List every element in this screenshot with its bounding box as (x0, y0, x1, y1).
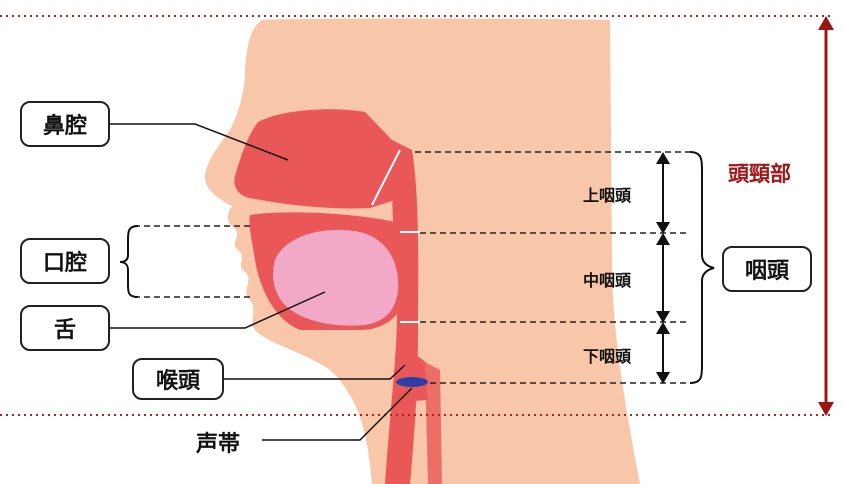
tongue-label: 舌 (20, 305, 110, 351)
vocal-cords-shape (396, 377, 428, 387)
head-neck-label: 頭頸部 (728, 158, 791, 188)
arrow-head-up (818, 16, 834, 30)
nasal-cavity-label: 鼻腔 (20, 101, 110, 147)
arrow-tip (656, 222, 670, 234)
hypopharynx-label: 下咽頭 (583, 343, 631, 367)
pharynx-brace (690, 152, 714, 383)
arrow-tip (656, 322, 670, 334)
epipharynx-label: 上咽頭 (583, 182, 631, 206)
mesopharynx-label: 中咽頭 (583, 267, 631, 291)
oral-cavity-brace (120, 226, 138, 297)
arrow-tip (656, 233, 670, 245)
arrow-tip (656, 311, 670, 323)
oral-cavity-label: 口腔 (20, 238, 110, 284)
larynx-label: 喉頭 (132, 358, 224, 400)
arrow-tip (656, 152, 670, 164)
pharynx-label: 咽頭 (722, 246, 812, 292)
nasal-cavity-shape (234, 109, 395, 208)
arrow-tip (656, 372, 670, 384)
arrow-head-down (818, 402, 834, 416)
vocal-cords-label: 声帯 (196, 426, 240, 458)
